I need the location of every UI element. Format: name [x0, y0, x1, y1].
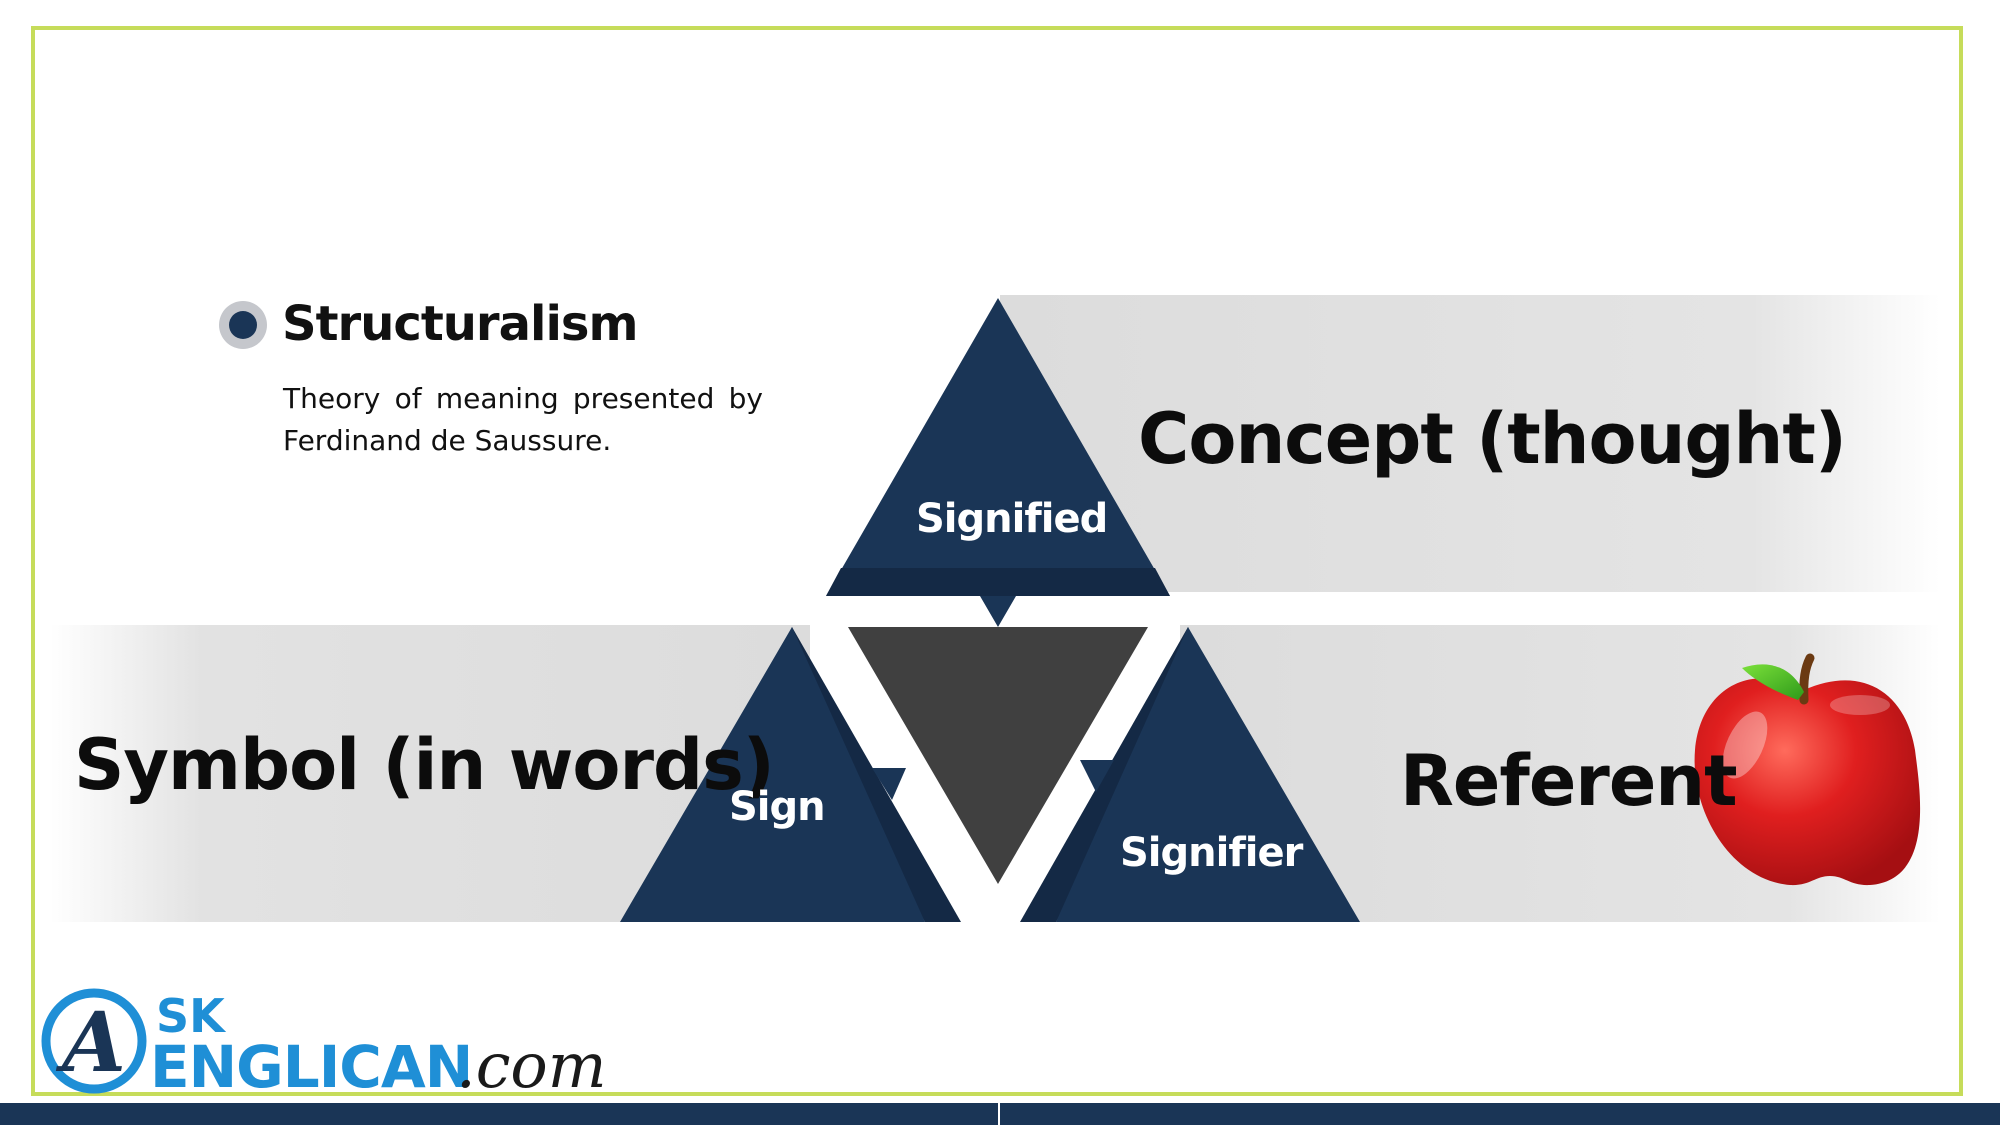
symbol-label: Symbol (in words)	[74, 724, 775, 806]
bullet-dot-icon	[219, 301, 267, 349]
signifier-label: Signifier	[1120, 830, 1303, 876]
signifier-notch	[1080, 760, 1114, 792]
logo-englican-text: ENGLICAN	[150, 1033, 473, 1101]
signifier-triangle	[1056, 627, 1360, 922]
concept-band	[1000, 295, 1940, 592]
center-triangle	[848, 627, 1148, 884]
brand-logo[interactable]: A SK ENGLICAN .com	[38, 985, 607, 1102]
sign-label: Sign	[729, 784, 826, 830]
sign-triangle	[620, 627, 925, 922]
logo-sk-text: SK	[156, 989, 225, 1043]
sign-notch	[872, 768, 906, 800]
logo-badge-icon: A	[41, 988, 147, 1094]
slide-frame	[31, 26, 1963, 1096]
signified-triangle	[826, 298, 1170, 596]
footer-bar	[0, 1103, 2000, 1125]
signified-label: Signified	[916, 496, 1108, 542]
referent-label: Referent	[1400, 740, 1738, 822]
concept-label: Concept (thought)	[1138, 398, 1847, 480]
logo-badge-letter: A	[55, 995, 126, 1091]
signified-pointer	[980, 596, 1016, 627]
page-title: Structuralism	[282, 296, 638, 352]
apple-icon	[1694, 653, 1921, 886]
description-text: Theory of meaning presented by Ferdinand…	[283, 382, 763, 457]
logo-com-text: .com	[456, 1029, 607, 1102]
signified-triangle-base	[826, 568, 1170, 596]
